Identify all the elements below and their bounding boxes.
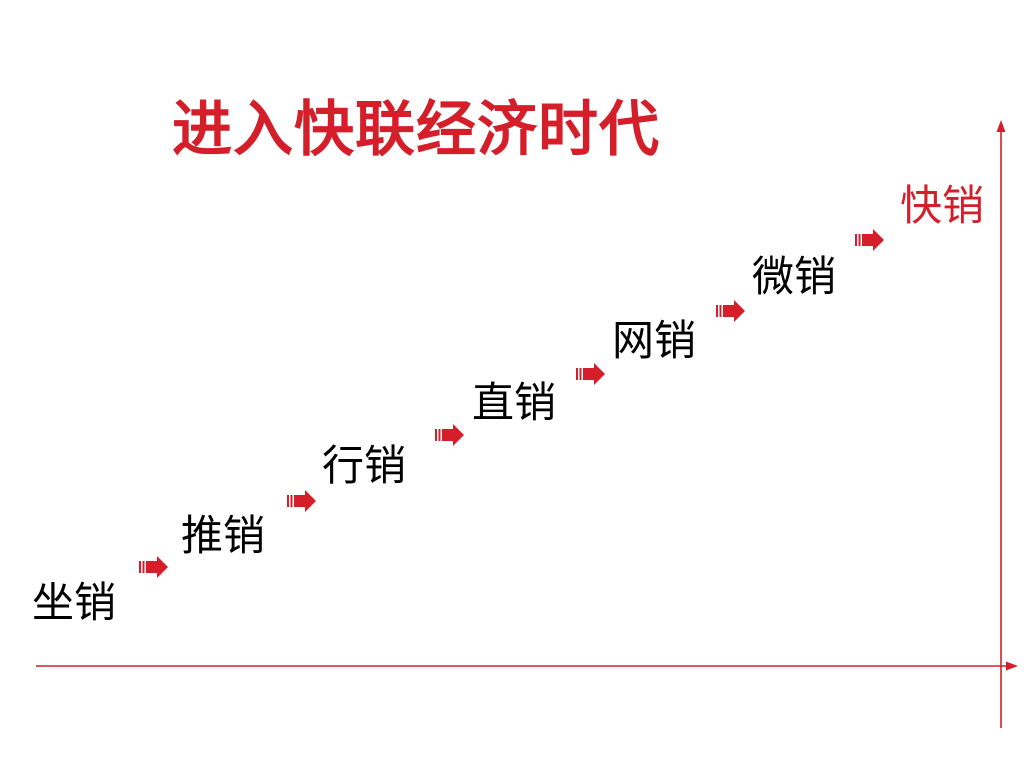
step-label-tuixiao: 推销 xyxy=(181,511,266,560)
step-label-xingxiao: 行销 xyxy=(322,441,407,490)
right-arrow-icon xyxy=(287,490,316,512)
x-axis xyxy=(36,661,1018,671)
right-arrow-icon xyxy=(435,424,464,446)
step-label-weixiao: 微销 xyxy=(752,252,837,301)
y-axis xyxy=(996,120,1006,728)
step-label-zhixiao: 直销 xyxy=(472,378,557,427)
right-arrow-icon xyxy=(855,229,884,251)
right-arrow-icon xyxy=(716,300,745,322)
step-label-kuaixiao: 快销 xyxy=(900,181,985,230)
step-label-wangxiao: 网销 xyxy=(612,316,697,365)
slide-title: 进入快联经济时代 xyxy=(172,95,660,165)
right-arrow-icon xyxy=(139,556,168,578)
right-arrow-icon xyxy=(576,363,605,385)
step-label-zuoxiao: 坐销 xyxy=(32,578,117,627)
